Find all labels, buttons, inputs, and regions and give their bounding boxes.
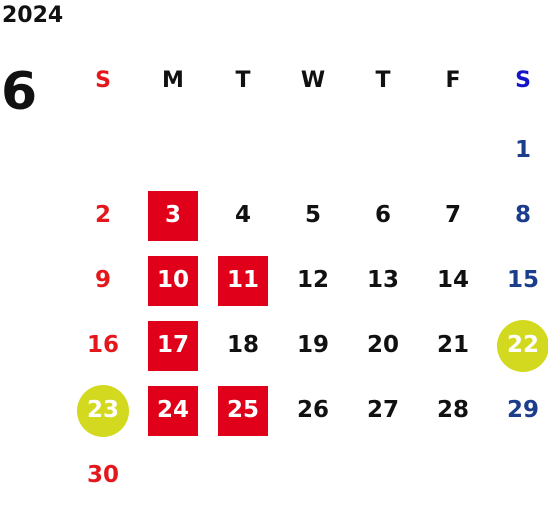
day-cell: 8 — [488, 183, 548, 248]
day-cell: 23 — [68, 378, 138, 443]
day-cell: 26 — [278, 378, 348, 443]
highlighted-day-box: 17 — [148, 320, 198, 371]
day-cell: 22 — [488, 313, 548, 378]
day-number: 14 — [436, 267, 469, 293]
day-number: 12 — [296, 267, 329, 293]
day-cell: 3 — [138, 183, 208, 248]
day-number: 16 — [86, 332, 119, 358]
month-number: 6 — [1, 62, 38, 122]
day-number: 27 — [366, 397, 399, 423]
highlighted-day-box: 24 — [148, 385, 198, 436]
day-cell: 27 — [348, 378, 418, 443]
day-cell: 5 — [278, 183, 348, 248]
day-cell: 6 — [348, 183, 418, 248]
day-cell: 4 — [208, 183, 278, 248]
weekday-sunday: S — [95, 68, 111, 93]
day-number: 30 — [86, 462, 119, 488]
day-cell: 18 — [208, 313, 278, 378]
day-number: 28 — [436, 397, 469, 423]
day-number: 18 — [226, 332, 259, 358]
day-number: 1 — [514, 137, 531, 163]
day-cell: 20 — [348, 313, 418, 378]
day-cell: 25 — [208, 378, 278, 443]
weekday-saturday: S — [515, 68, 531, 93]
year-label: 2024 — [2, 3, 64, 28]
day-cell: 28 — [418, 378, 488, 443]
highlighted-day-box: 25 — [218, 385, 268, 436]
day-number: 5 — [304, 202, 321, 228]
weekday-friday: F — [445, 68, 461, 93]
highlighted-day-box: 3 — [148, 190, 198, 241]
day-number: 6 — [374, 202, 391, 228]
highlighted-day-box: 10 — [148, 255, 198, 306]
day-number: 29 — [506, 397, 539, 423]
day-number: 4 — [234, 202, 251, 228]
day-cell: 7 — [418, 183, 488, 248]
day-cell: 10 — [138, 248, 208, 313]
day-cell: 24 — [138, 378, 208, 443]
day-cell: 13 — [348, 248, 418, 313]
day-number: 19 — [296, 332, 329, 358]
day-cell: 19 — [278, 313, 348, 378]
day-number: 26 — [296, 397, 329, 423]
day-number: 13 — [366, 267, 399, 293]
day-number: 15 — [506, 267, 539, 293]
highlighted-day-circle: 22 — [497, 319, 548, 372]
day-number: 8 — [514, 202, 531, 228]
day-number: 20 — [366, 332, 399, 358]
weekday-wednesday: W — [300, 68, 326, 93]
highlighted-day-circle: 23 — [77, 384, 129, 437]
day-number: 9 — [94, 267, 111, 293]
weekday-monday: M — [162, 68, 184, 93]
day-cell: 30 — [68, 443, 138, 508]
day-cell: 16 — [68, 313, 138, 378]
day-cell: 11 — [208, 248, 278, 313]
day-cell: 12 — [278, 248, 348, 313]
day-cell: 21 — [418, 313, 488, 378]
day-cell: 15 — [488, 248, 548, 313]
day-cell: 9 — [68, 248, 138, 313]
day-number: 2 — [94, 202, 111, 228]
day-cell: 2 — [68, 183, 138, 248]
day-cell: 14 — [418, 248, 488, 313]
weekday-thursday: T — [375, 68, 391, 93]
day-number: 7 — [444, 202, 461, 228]
day-number: 21 — [436, 332, 469, 358]
weekday-tuesday: T — [235, 68, 251, 93]
highlighted-day-box: 11 — [218, 255, 268, 306]
day-cell: 17 — [138, 313, 208, 378]
day-cell: 1 — [488, 118, 548, 183]
day-cell: 29 — [488, 378, 548, 443]
